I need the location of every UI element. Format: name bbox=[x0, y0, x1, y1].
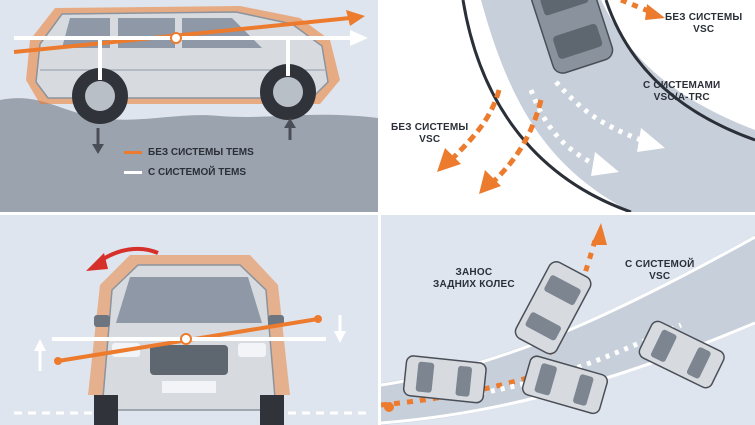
trajectory-without-vsc-left bbox=[437, 89, 544, 194]
terrain bbox=[0, 98, 378, 212]
panel-tems-front-view bbox=[0, 215, 378, 425]
trajectory-without-vsc-right bbox=[620, 0, 665, 20]
suspension-arrows bbox=[34, 315, 346, 371]
legend-item-with-tems: С СИСТЕМОЙ TEMS bbox=[124, 166, 246, 178]
legend-swatch-white bbox=[124, 170, 142, 174]
tems-front-illustration bbox=[14, 246, 368, 425]
line-with-tems bbox=[52, 333, 326, 345]
car-top-view bbox=[530, 0, 614, 74]
tems-side-illustration bbox=[0, 6, 378, 212]
suv-front bbox=[94, 264, 284, 425]
trajectory-start-dot bbox=[384, 402, 394, 412]
suspension-arrows bbox=[92, 118, 296, 154]
trajectory-with-vsc bbox=[528, 80, 665, 176]
line-with-tems bbox=[14, 30, 368, 80]
car-vsc-3 bbox=[638, 320, 725, 389]
vsc-curve-illustration bbox=[437, 0, 755, 212]
car-vsc-1 bbox=[402, 355, 487, 404]
suv-side bbox=[26, 6, 340, 124]
roll-arrow bbox=[86, 246, 159, 271]
car-vsc-2 bbox=[521, 355, 609, 415]
legend-item-without-tems: БЕЗ СИСТЕМЫ TEMS bbox=[124, 146, 254, 158]
panel-tems-side-view: БЕЗ СИСТЕМЫ TEMS С СИСТЕМОЙ TEMS bbox=[0, 0, 378, 212]
legend-swatch-orange bbox=[124, 150, 142, 154]
trajectory-with-vsc bbox=[480, 322, 682, 396]
car-skidding bbox=[514, 261, 592, 355]
legend-label: БЕЗ СИСТЕМЫ TEMS bbox=[148, 146, 254, 158]
vsc-skid-illustration bbox=[381, 223, 755, 425]
legend-label: С СИСТЕМОЙ TEMS bbox=[148, 166, 247, 178]
line-without-tems bbox=[13, 10, 365, 54]
